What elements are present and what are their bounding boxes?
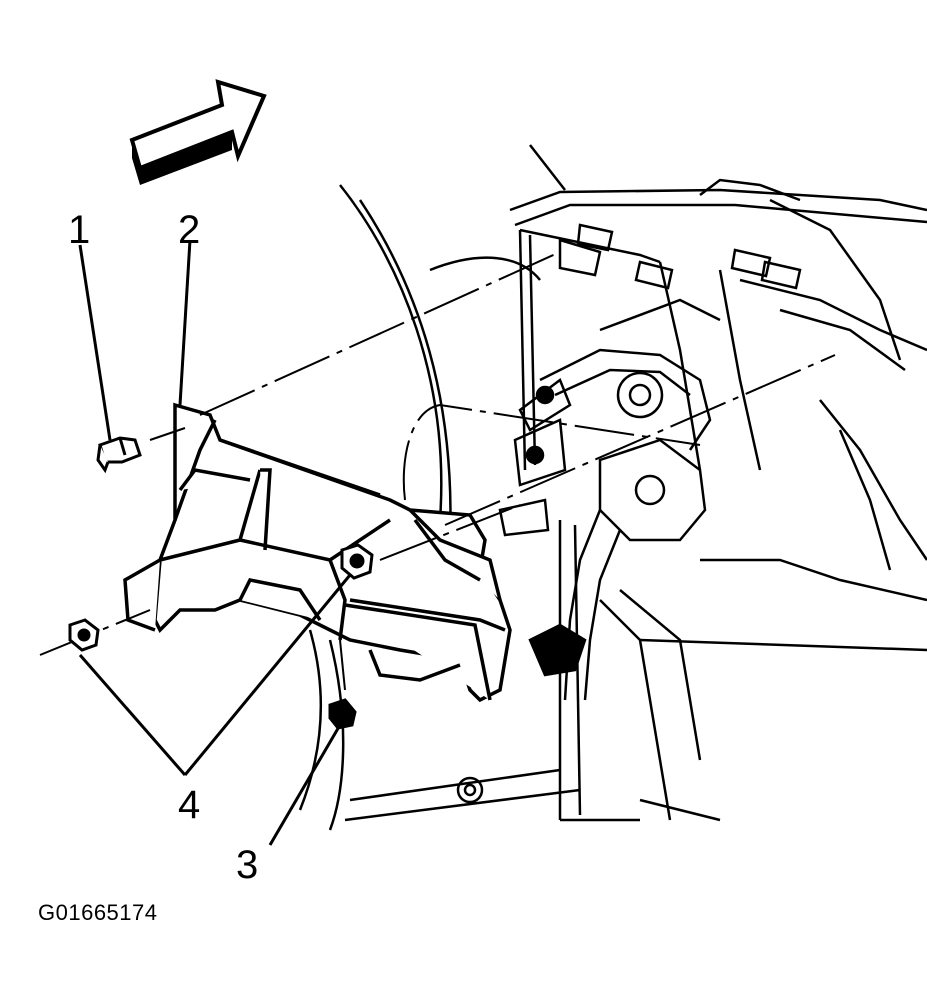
pedal-support-bracket [123,402,512,703]
nut-4b-icon [340,543,374,580]
figure-id: G01665174 [38,900,158,925]
callout-3: 3 [236,843,258,887]
bolt-1-icon [96,436,142,474]
callout-2: 2 [178,208,200,252]
instrument-panel [509,144,927,571]
leader-lines [78,239,352,846]
door-opening-outline [298,184,581,831]
floor-panel [558,520,927,822]
callout-4: 4 [178,783,200,827]
brake-pedal-assembly [498,348,712,701]
direction-arrow-icon [129,79,267,185]
bolt-3-icon [328,698,357,730]
callout-1: 1 [68,208,90,252]
alignment-lines [39,251,836,691]
nut-4a-icon [68,618,100,652]
